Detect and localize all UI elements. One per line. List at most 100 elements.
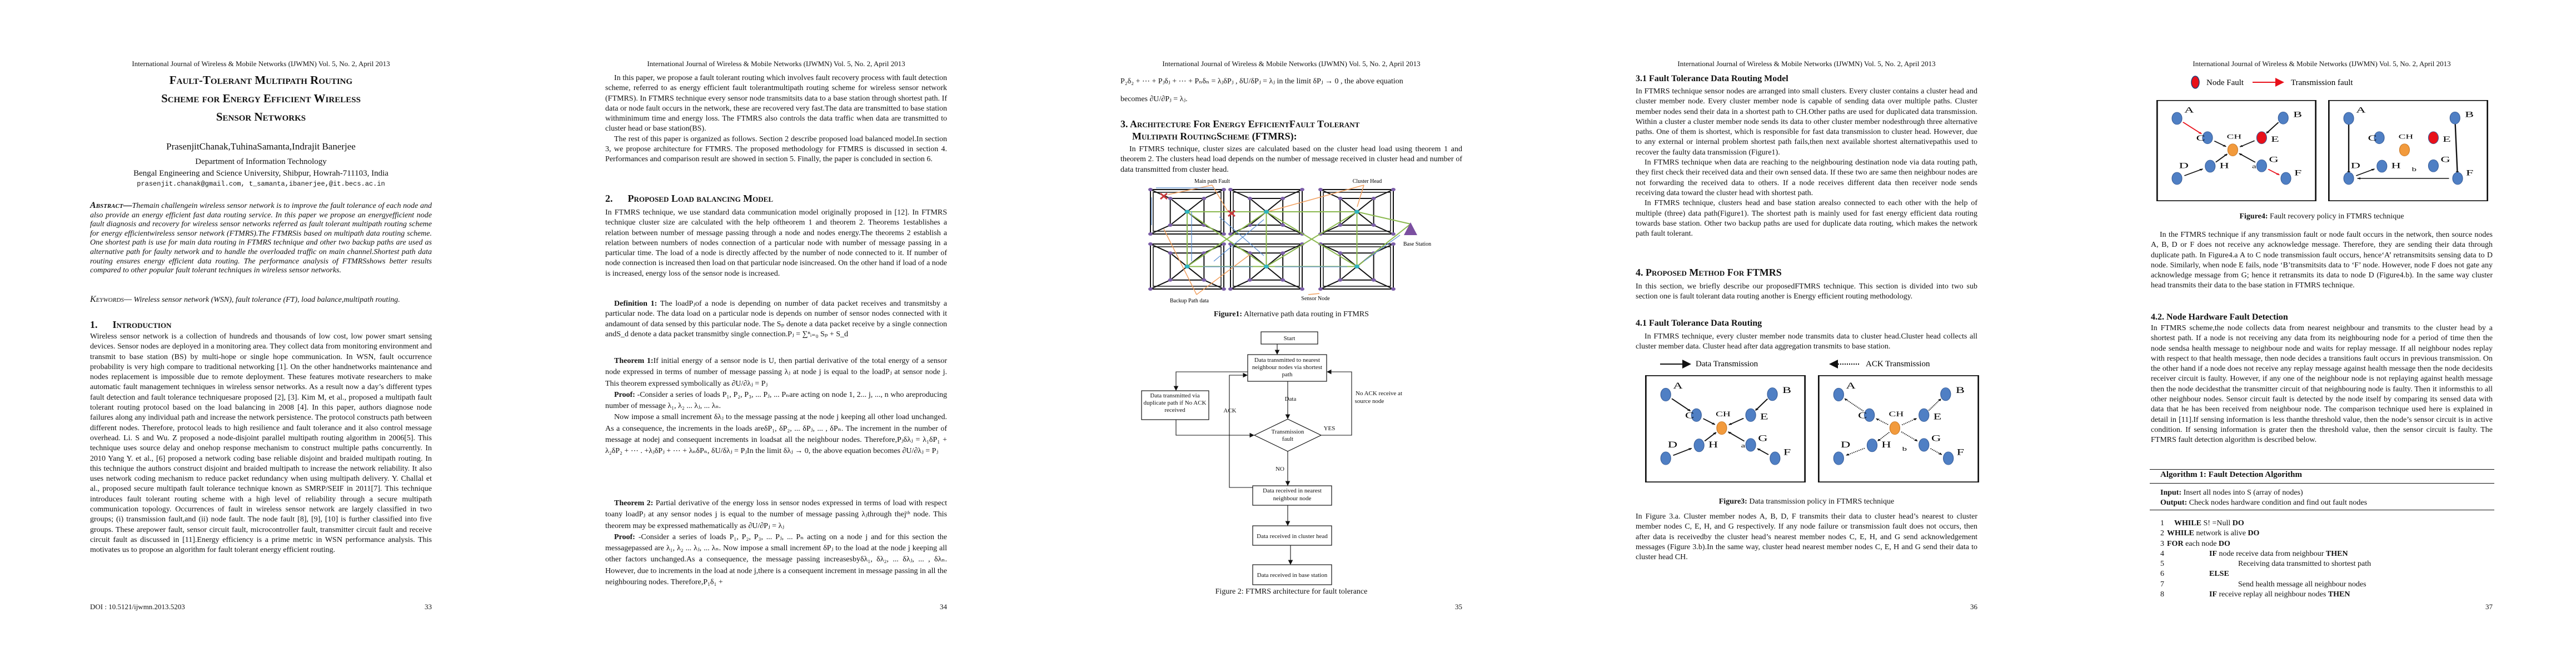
abstract: Abstract—Themain challengein wireless se… <box>90 201 432 276</box>
flow-received-bs-box <box>1252 564 1332 585</box>
line-text: each node <box>2183 539 2219 548</box>
node-label: H <box>2220 161 2229 170</box>
sensor-node-a <box>2171 112 2183 125</box>
sensor-node-e <box>2428 131 2439 145</box>
backup-path-arrow <box>1219 216 1264 256</box>
transmission-arrow <box>1704 432 1717 442</box>
line-number: 5 <box>2160 560 2164 569</box>
node-label: B <box>1782 386 1791 395</box>
running-header: International Journal of Wireless & Mobi… <box>647 59 905 68</box>
cluster-head-node <box>1184 265 1190 268</box>
sensor-node-b <box>2278 111 2289 125</box>
flow-start-text: Start <box>1284 335 1296 342</box>
cluster-link <box>1320 243 1341 254</box>
sensor-node <box>1168 251 1173 255</box>
sensor-node <box>1222 188 1226 191</box>
cluster-head-label: CH <box>2399 133 2414 141</box>
caption-label: Figure1: <box>1214 310 1243 318</box>
keyword: WHILE <box>2174 519 2202 527</box>
transmission-arrow <box>2239 153 2256 163</box>
annotation-arrow <box>1269 185 1364 212</box>
keyword: DO <box>2232 519 2244 527</box>
subfigure-label: a <box>2252 164 2256 170</box>
figure-2-flowchart: Start Data transmitted to nearest neighb… <box>1141 331 1402 585</box>
cluster-head-node <box>1264 210 1269 214</box>
flow-label-no-ack: No ACK receive at <box>1356 390 1402 397</box>
doi-link[interactable]: DOI : 10.5121/ijwmn.2013.5203 <box>90 603 185 611</box>
sensor-node <box>1338 197 1343 200</box>
transmission-arrow <box>2182 122 2203 135</box>
node-label: C <box>2368 134 2377 143</box>
cluster-link <box>1373 189 1394 199</box>
flow-label-no: NO <box>1275 466 1284 472</box>
proof-label: Proof: <box>614 532 635 541</box>
sensor-node <box>1280 197 1285 200</box>
transmission-arrow <box>2239 140 2255 147</box>
sensor-node <box>1300 188 1304 191</box>
page-36: International Journal of Wireless & Mobi… <box>1546 0 2061 667</box>
page-number: 34 <box>940 603 947 611</box>
figure-3-caption: Figure3: Data transmission policy in FTM… <box>1636 497 1977 506</box>
subfigure-label: b <box>1902 446 1907 452</box>
cluster-link <box>1320 225 1341 235</box>
flow-text: Data received in base station <box>1257 572 1328 579</box>
line-number: 3 <box>2160 539 2164 548</box>
label-sensor-node: Sensor Node <box>1301 296 1330 302</box>
page-number: 36 <box>1970 603 1977 611</box>
sensor-node-e <box>2256 131 2267 145</box>
node-label: G <box>2441 155 2450 164</box>
node-label: B <box>1956 386 1965 395</box>
cluster-head-node <box>1716 421 1727 435</box>
flow-start-box <box>1260 331 1318 345</box>
equation-line: P₂δ₂ + ⋯ + Pⱼδⱼ + ⋯ + Pₙδₙ = λⱼδPⱼ , δU/… <box>1120 77 1403 86</box>
sensor-node-c <box>1691 408 1702 422</box>
sensor-node-a <box>1660 387 1671 401</box>
algorithm-top-rule <box>2150 469 2494 470</box>
cluster-link <box>1150 243 1171 254</box>
input-text: Insert all nodes into S (array of nodes) <box>2181 489 2303 497</box>
transmission-arrow <box>1877 432 1890 442</box>
cluster-head-node <box>2227 143 2238 157</box>
keyword: DO <box>2248 529 2260 538</box>
page-number: 33 <box>425 603 432 611</box>
backup-path-arrow <box>1213 219 1264 262</box>
figure-3-text: In Figure 3.a. Cluster member nodes A, B… <box>1636 512 1977 562</box>
node-label: H <box>1708 440 1718 450</box>
node-label: G <box>1758 434 1767 443</box>
theorem-2: Theorem 2: Partial derivative of the ene… <box>605 498 947 588</box>
caption-label: Figure3: <box>1718 497 1747 506</box>
page-34: International Journal of Wireless & Mobi… <box>515 0 1030 667</box>
node-label: G <box>2269 155 2279 164</box>
authors: PrasenjitChanak,TuhinaSamanta,Indrajit B… <box>166 141 356 152</box>
introduction-text: Wireless sensor network is a collection … <box>90 332 432 556</box>
sensor-node <box>1391 232 1396 236</box>
cluster-head-label: CH <box>1889 410 1904 418</box>
node-label: A <box>1673 381 1683 391</box>
sensor-node <box>1318 188 1323 191</box>
keyword: THEN <box>2328 590 2350 599</box>
cluster-link <box>1282 279 1303 290</box>
node-label: G <box>1931 434 1941 443</box>
sensor-node-e <box>1745 408 1756 422</box>
running-header: International Journal of Wireless & Mobi… <box>132 59 390 68</box>
flow-arrow <box>1175 420 1255 438</box>
cluster-link <box>1373 225 1394 235</box>
sensor-node <box>1338 223 1343 227</box>
cluster-head-node <box>1184 210 1190 214</box>
section-3-text: In FTMRS technique, cluster sizes are ca… <box>1120 145 1462 175</box>
transmission-arrow <box>1671 398 1691 412</box>
figure-1-caption: Figure1: Alternative path data routing i… <box>1120 310 1462 319</box>
section-4-2-text: In FTMRS scheme,the node collects data f… <box>2151 324 2493 445</box>
abstract-text: Themain challengein wireless sensor netw… <box>90 202 432 275</box>
line-text: Receiving data transmitted to shortest p… <box>2238 560 2371 569</box>
algorithm-line: 5 Receiving data transmitted to shortest … <box>2160 559 2494 569</box>
line-text: S! =Null <box>2201 519 2233 527</box>
page-33: International Journal of Wireless & Mobi… <box>0 0 515 667</box>
running-header: International Journal of Wireless & Mobi… <box>2193 59 2451 68</box>
keywords: Keywords— Wireless sensor network (WSN),… <box>90 295 432 305</box>
node-label: C <box>1685 411 1694 421</box>
annotation-arrow <box>1308 293 1320 295</box>
section-2-text: In FTMRS technique, we use standard data… <box>605 208 948 278</box>
paragraph: In FTMRS technique, cluster sizes are ca… <box>1120 145 1462 174</box>
